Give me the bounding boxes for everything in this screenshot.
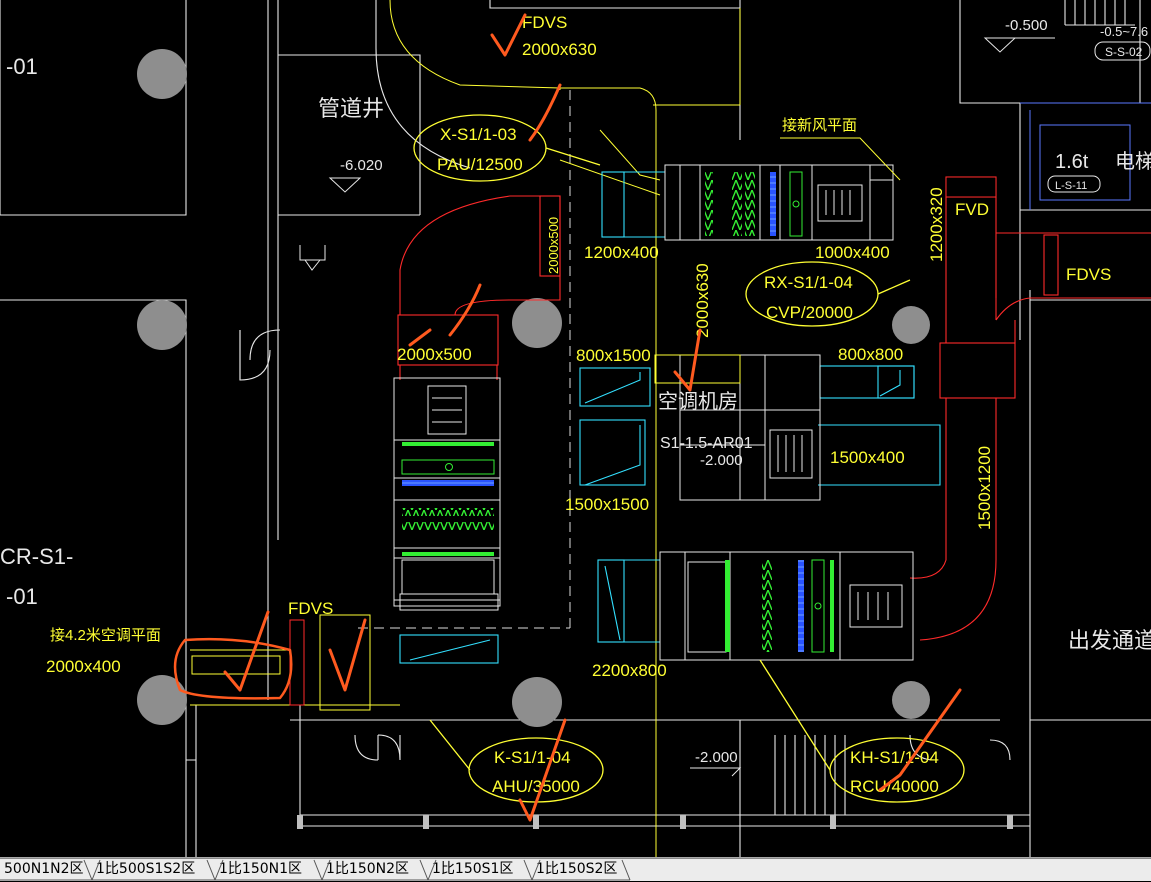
cvp-unit: [654, 354, 821, 501]
left-partial-top: -01: [6, 54, 38, 79]
duct-800x1500: 800x1500: [576, 346, 651, 365]
equip-pau-id: X-S1/1-03: [440, 125, 517, 144]
left-partial-bottom: -01: [6, 584, 38, 609]
elev-room: -2.000: [700, 452, 743, 469]
tab-layout-4-label: 1比150N2区: [326, 861, 410, 877]
tab-layout-5[interactable]: 1比150S1区: [428, 859, 517, 880]
tab-layout-2[interactable]: 1比500S1S2区: [92, 859, 199, 880]
tab-layout-4[interactable]: 1比150N2区: [322, 859, 413, 880]
label-room-code: S1-1.5-AR01: [660, 435, 753, 452]
equip-ahu-model: AHU/35000: [492, 777, 580, 796]
equipment-tag-ellipses: [413, 114, 965, 803]
left-partial-mid: CR-S1-: [0, 544, 73, 569]
equip-ahu-id: K-S1/1-04: [494, 748, 571, 767]
label-elevator: 电梯: [1115, 150, 1151, 173]
tab-bar-divider: [0, 858, 1151, 859]
duct-2000x400: 2000x400: [46, 657, 121, 676]
equip-rcu-model: RCU/40000: [850, 777, 939, 796]
duct-1200x320: 1200x320: [927, 187, 946, 262]
tab-layout-3[interactable]: 1比150N1区: [215, 859, 306, 880]
duct-2000x500: 2000x500: [397, 345, 472, 364]
tag-s-s-02: S-S-02: [1105, 45, 1143, 59]
duct-2200x800: 2200x800: [592, 661, 667, 680]
duct-2000x500-vertical: 2000x500: [546, 217, 561, 274]
note-to-ac-plan: 接4.2米空调平面: [50, 627, 161, 644]
tab-layout-3-label: 1比150N1区: [219, 861, 303, 877]
axis-lines: [358, 90, 571, 629]
tab-layout-2-label: 1比500S1S2区: [96, 861, 196, 877]
yellow-ducts: [190, 0, 741, 857]
layout-tab-bar: 500N1N2区 1比500S1S2区 1比150N1区 1比150N2区 1比…: [0, 857, 1151, 881]
fvd-label: FVD: [955, 200, 989, 219]
elevation-markers: [299, 37, 1055, 777]
tag-l-s-11-label: 1.6t: [1055, 151, 1089, 173]
duct-2000x630-top: 2000x630: [522, 40, 597, 59]
stair-note: -0.5~7.6: [1100, 24, 1148, 39]
duct-1500x400: 1500x400: [830, 448, 905, 467]
tab-layout-6-label: 1比150S2区: [536, 861, 618, 877]
hand-annotations: [173, 13, 962, 822]
tab-layout-5-label: 1比150S1区: [432, 861, 514, 877]
elev-bottom: -2.000: [695, 749, 738, 766]
cad-drawing-viewport[interactable]: 管道井 出发通道 空调机房 S1-1.5-AR01 -6.020 -0.500 …: [0, 0, 1151, 857]
equip-cvp-id: RX-S1/1-04: [764, 273, 853, 292]
bottom-wall-posts: [297, 815, 1013, 829]
tab-layout-6[interactable]: 1比150S2区: [532, 859, 621, 880]
ahu-left-unit: [393, 377, 501, 611]
elev-shaft: -6.020: [340, 157, 383, 174]
note-to-fresh-air: 接新风平面: [782, 117, 857, 134]
walls: [0, 0, 1151, 857]
tab-layout-1[interactable]: 500N1N2区: [0, 859, 87, 880]
label-machine-room: 空调机房: [658, 390, 738, 413]
elevator-area: [1020, 102, 1151, 210]
label-pipe-shaft: 管道井: [318, 96, 384, 121]
pau-unit: [664, 164, 894, 241]
tag-l-s-11: L-S-11: [1055, 180, 1087, 192]
elev-top-right: -0.500: [1005, 17, 1048, 34]
duct-1000x400: 1000x400: [815, 243, 890, 262]
red-ducts: [397, 176, 1151, 641]
duct-1200x400: 1200x400: [584, 243, 659, 262]
equip-cvp-model: CVP/20000: [766, 303, 853, 322]
label-exit-corridor: 出发通道: [1068, 628, 1151, 653]
equip-pau-model: PAU/12500: [437, 155, 523, 174]
equip-rcu-id: KH-S1/1-04: [850, 748, 939, 767]
duct-1500x1200: 1500x1200: [975, 446, 994, 530]
fdvs-top: FDVS: [522, 13, 567, 32]
duct-2000x630-vertical: 2000x630: [693, 263, 712, 338]
fdvs-left: FDVS: [288, 599, 333, 618]
columns: [137, 49, 930, 727]
duct-2000x400-box: [191, 655, 281, 675]
duct-1500x1500: 1500x1500: [565, 495, 649, 514]
tab-layout-1-label: 500N1N2区: [4, 861, 84, 877]
rcu-unit: [659, 551, 914, 661]
duct-800x800: 800x800: [838, 345, 903, 364]
floor-plan-canvas[interactable]: 管道井 出发通道 空调机房 S1-1.5-AR01 -6.020 -0.500 …: [0, 0, 1151, 857]
fdvs-right: FDVS: [1066, 265, 1111, 284]
